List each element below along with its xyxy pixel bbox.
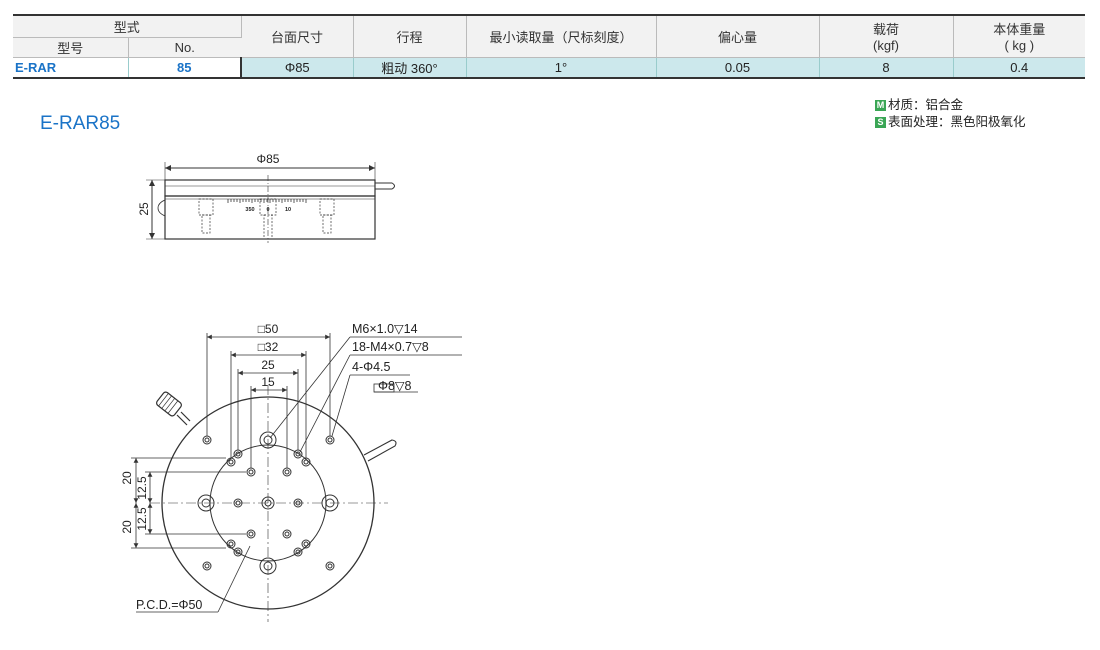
table-row: E-RAR 85 Φ85 粗动 360° 1° 0.05 8 0.4: [13, 57, 1085, 79]
header-model: 型号: [13, 37, 129, 58]
dim-height-text: 25: [137, 202, 151, 216]
product-title: E-RAR85: [40, 113, 121, 134]
callout-cbore-text: Φ8▽8: [378, 379, 412, 393]
side-table-top: [164, 179, 376, 197]
dim-15-text: 15: [261, 375, 275, 389]
header-stroke: 行程: [353, 14, 467, 58]
surface-note: S 表面处理：黑色阳极氧化: [875, 114, 1026, 131]
surface-text: 表面处理：黑色阳极氧化: [888, 115, 1026, 129]
material-text: 材质：铝合金: [888, 98, 964, 112]
side-hidden-holes: [198, 198, 335, 240]
header-weight-line1: 本体重量: [993, 22, 1046, 38]
dim-20-top-text: 20: [120, 471, 134, 485]
header-eccentricity: 偏心量: [656, 14, 820, 58]
header-load-line2: (kgf): [873, 38, 899, 54]
cell-load: 8: [819, 57, 954, 79]
dim-25-text: 25: [261, 358, 275, 372]
knob-icon: [156, 391, 191, 426]
header-load: 载荷 (kgf): [819, 14, 954, 58]
side-scale-ticks: [227, 199, 307, 203]
tapped-holes: [202, 435, 335, 571]
side-knob-icon: [375, 182, 395, 190]
header-no: No.: [128, 37, 241, 58]
pcd-leader: [136, 545, 251, 613]
surface-badge-icon: S: [875, 117, 886, 128]
material-note: M 材质：铝合金: [875, 97, 1026, 114]
dim-12-5-top-text: 12.5: [135, 476, 149, 500]
header-load-line1: 载荷: [872, 22, 899, 38]
spec-notes: M 材质：铝合金 S 表面处理：黑色阳极氧化: [875, 97, 1026, 131]
header-weight: 本体重量 ( kg ): [953, 14, 1085, 58]
header-form: 型式: [13, 14, 242, 38]
dim-50-text: □50: [258, 322, 279, 336]
callout-leaders: [269, 336, 462, 453]
top-dimension-lines: [206, 333, 331, 468]
dim-12-5-bottom-text: 12.5: [135, 507, 149, 531]
handle-icon: [363, 439, 397, 462]
left-dimension-lines: [131, 457, 246, 549]
cell-model: E-RAR: [13, 57, 129, 79]
counterbore-holes: [197, 431, 339, 575]
header-table-size: 台面尺寸: [241, 14, 354, 58]
callout-m6-text: M6×1.0▽14: [352, 322, 418, 336]
top-view: □50 □32 25 15 M6×1.0▽14 18-M4×0.7▽8 4-Φ4…: [120, 322, 462, 622]
cell-weight: 0.4: [953, 57, 1085, 79]
scale-label-left: 350: [245, 207, 254, 213]
cell-no: 85: [128, 57, 242, 79]
cell-eccentricity: 0.05: [656, 57, 820, 79]
dim-20-bottom-text: 20: [120, 520, 134, 534]
callout-hole-text: 4-Φ4.5: [352, 360, 391, 374]
scale-label-right: 10: [285, 207, 291, 213]
cell-table-size: Φ85: [241, 57, 354, 79]
center-hole: [261, 496, 275, 510]
cell-stroke: 粗动 360°: [353, 57, 467, 79]
dim-diameter-text: Φ85: [257, 152, 280, 166]
dim-32-text: □32: [258, 340, 279, 354]
cell-min-reading: 1°: [466, 57, 657, 79]
spec-table: 型式 台面尺寸 行程 最小读取量（尺标刻度） 偏心量 载荷 (kgf) 本体重量…: [13, 14, 1085, 79]
pcd-text: P.C.D.=Φ50: [136, 598, 202, 612]
scale-label-mid: 0: [266, 207, 269, 213]
callout-m4-text: 18-M4×0.7▽8: [352, 340, 429, 354]
side-body: [164, 195, 376, 240]
material-badge-icon: M: [875, 100, 886, 111]
header-weight-line2: ( kg ): [1004, 38, 1035, 54]
side-view: Φ85: [137, 152, 395, 243]
header-min-reading: 最小读取量（尺标刻度）: [466, 14, 657, 58]
